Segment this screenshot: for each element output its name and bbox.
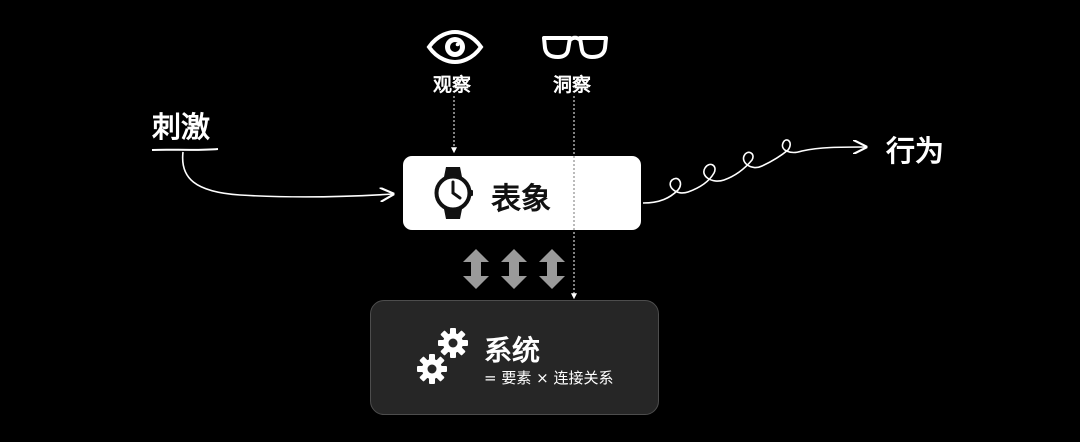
- stimulus-arrow: [181, 151, 393, 197]
- behavior-arrow: [642, 139, 866, 204]
- gears-icon: [417, 328, 468, 384]
- double-arrow-icon: [463, 249, 489, 289]
- observe-label: 观察: [433, 74, 472, 96]
- system-card: 系统 = 要素 × 连接关系: [370, 300, 659, 415]
- system-title: 系统: [484, 334, 541, 367]
- appearance-title: 表象: [491, 182, 551, 217]
- double-arrow-icon: [539, 249, 565, 289]
- exchange-arrows: [463, 249, 565, 289]
- appearance-card: 表象: [403, 156, 641, 230]
- eye-icon: [426, 30, 484, 64]
- insight-label: 洞察: [553, 74, 592, 96]
- system-formula: = 要素 × 连接关系: [484, 369, 614, 387]
- behavior-label: 行为: [886, 134, 945, 168]
- glasses-icon: [542, 35, 608, 59]
- watch-icon: [434, 167, 473, 219]
- stimulus-label: 刺激: [152, 110, 211, 144]
- stimulus-underline: [151, 148, 219, 151]
- double-arrow-icon: [501, 249, 527, 289]
